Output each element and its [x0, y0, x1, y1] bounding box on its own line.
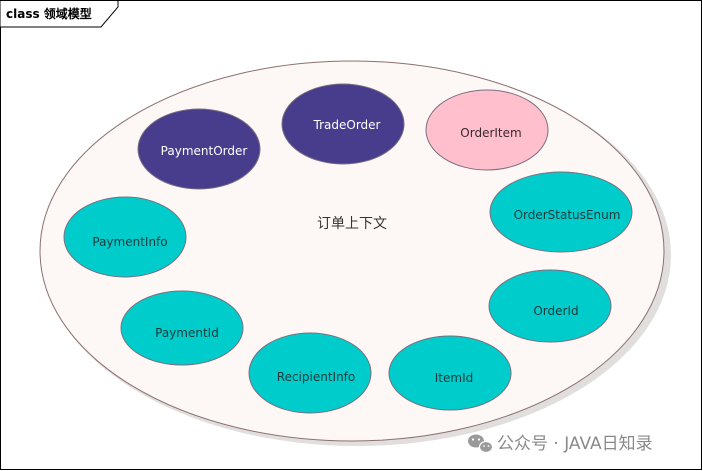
frame-tab-label: class 领域模型 [6, 6, 92, 21]
node-order-id-shape [488, 269, 612, 343]
node-recipient-info-shape [248, 332, 372, 414]
node-item-id-shape [388, 335, 512, 411]
node-payment-order[interactable]: PaymentOrder [137, 108, 261, 190]
node-order-status-enum-shape [489, 171, 633, 253]
node-order-status-enum-label: OrderStatusEnum [514, 208, 621, 222]
node-order-item[interactable]: OrderItem [425, 89, 549, 171]
node-payment-info-shape [63, 196, 187, 278]
node-payment-info-label: PaymentInfo [92, 235, 167, 249]
node-payment-info[interactable]: PaymentInfo [63, 196, 187, 278]
node-trade-order[interactable]: TradeOrder [281, 83, 405, 165]
node-trade-order-label: TradeOrder [313, 118, 381, 132]
node-item-id-label: ItemId [435, 371, 473, 385]
node-order-id[interactable]: OrderId [488, 269, 612, 343]
node-payment-id[interactable]: PaymentId [120, 290, 244, 366]
node-recipient-info-label: RecipientInfo [277, 370, 355, 384]
node-order-item-label: OrderItem [460, 126, 521, 140]
watermark-text: 公众号 · JAVA日知录 [497, 434, 653, 454]
node-order-item-shape [425, 89, 549, 171]
context-label: 订单上下文 [317, 216, 387, 232]
node-trade-order-shape [281, 83, 405, 165]
node-payment-id-shape [120, 290, 244, 366]
node-payment-id-label: PaymentId [155, 326, 219, 340]
node-payment-order-shape [137, 108, 261, 190]
node-order-status-enum[interactable]: OrderStatusEnum [489, 171, 633, 253]
watermark: 公众号 · JAVA日知录 [468, 434, 653, 454]
node-item-id[interactable]: ItemId [388, 335, 512, 411]
node-recipient-info[interactable]: RecipientInfo [248, 332, 372, 414]
frame-tab: class 领域模型 [0, 0, 119, 28]
wechat-icon [468, 434, 494, 454]
node-payment-order-label: PaymentOrder [161, 144, 248, 158]
node-order-id-label: OrderId [533, 304, 578, 318]
frame-tab-border [0, 0, 119, 28]
